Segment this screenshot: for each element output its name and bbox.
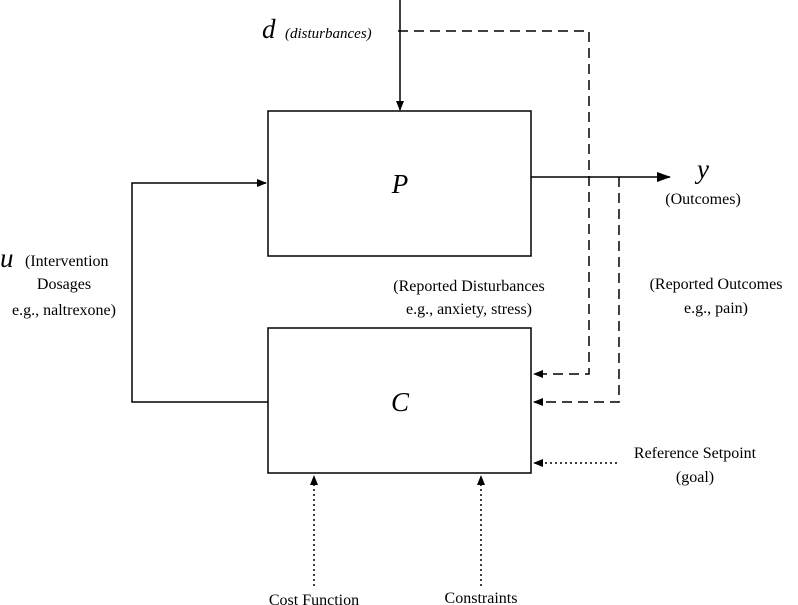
cost-function-label: Cost Function: [269, 592, 359, 605]
reported-outcomes-path: [533, 177, 620, 406]
input-label-line3: e.g., naltrexone): [12, 302, 116, 319]
disturbance-symbol: d: [262, 14, 276, 44]
controller-block: [267, 327, 532, 474]
input-loop-path: [131, 179, 268, 403]
input-symbol: u: [0, 243, 14, 273]
input-label-line2: Dosages: [37, 276, 91, 293]
reported-disturbances-line2: e.g., anxiety, stress): [406, 301, 532, 318]
disturbance-label: (disturbances): [285, 26, 372, 42]
constraints-label: Constraints: [445, 590, 518, 605]
reported-disturbances-line1: (Reported Disturbances: [393, 278, 545, 295]
reference-line2: (goal): [676, 469, 714, 486]
reported-outcomes-line1: (Reported Outcomes: [650, 276, 783, 293]
output-label: (Outcomes): [665, 191, 741, 208]
plant-block: [267, 110, 532, 257]
input-label-line1: (Intervention: [25, 253, 109, 270]
plant-symbol: P: [391, 169, 409, 199]
reported-outcomes-line2: e.g., pain): [684, 300, 748, 317]
output-symbol: y: [694, 154, 709, 184]
reported-disturbances-path: [398, 30, 590, 378]
controller-symbol: C: [391, 387, 410, 417]
reference-line1: Reference Setpoint: [634, 445, 757, 462]
